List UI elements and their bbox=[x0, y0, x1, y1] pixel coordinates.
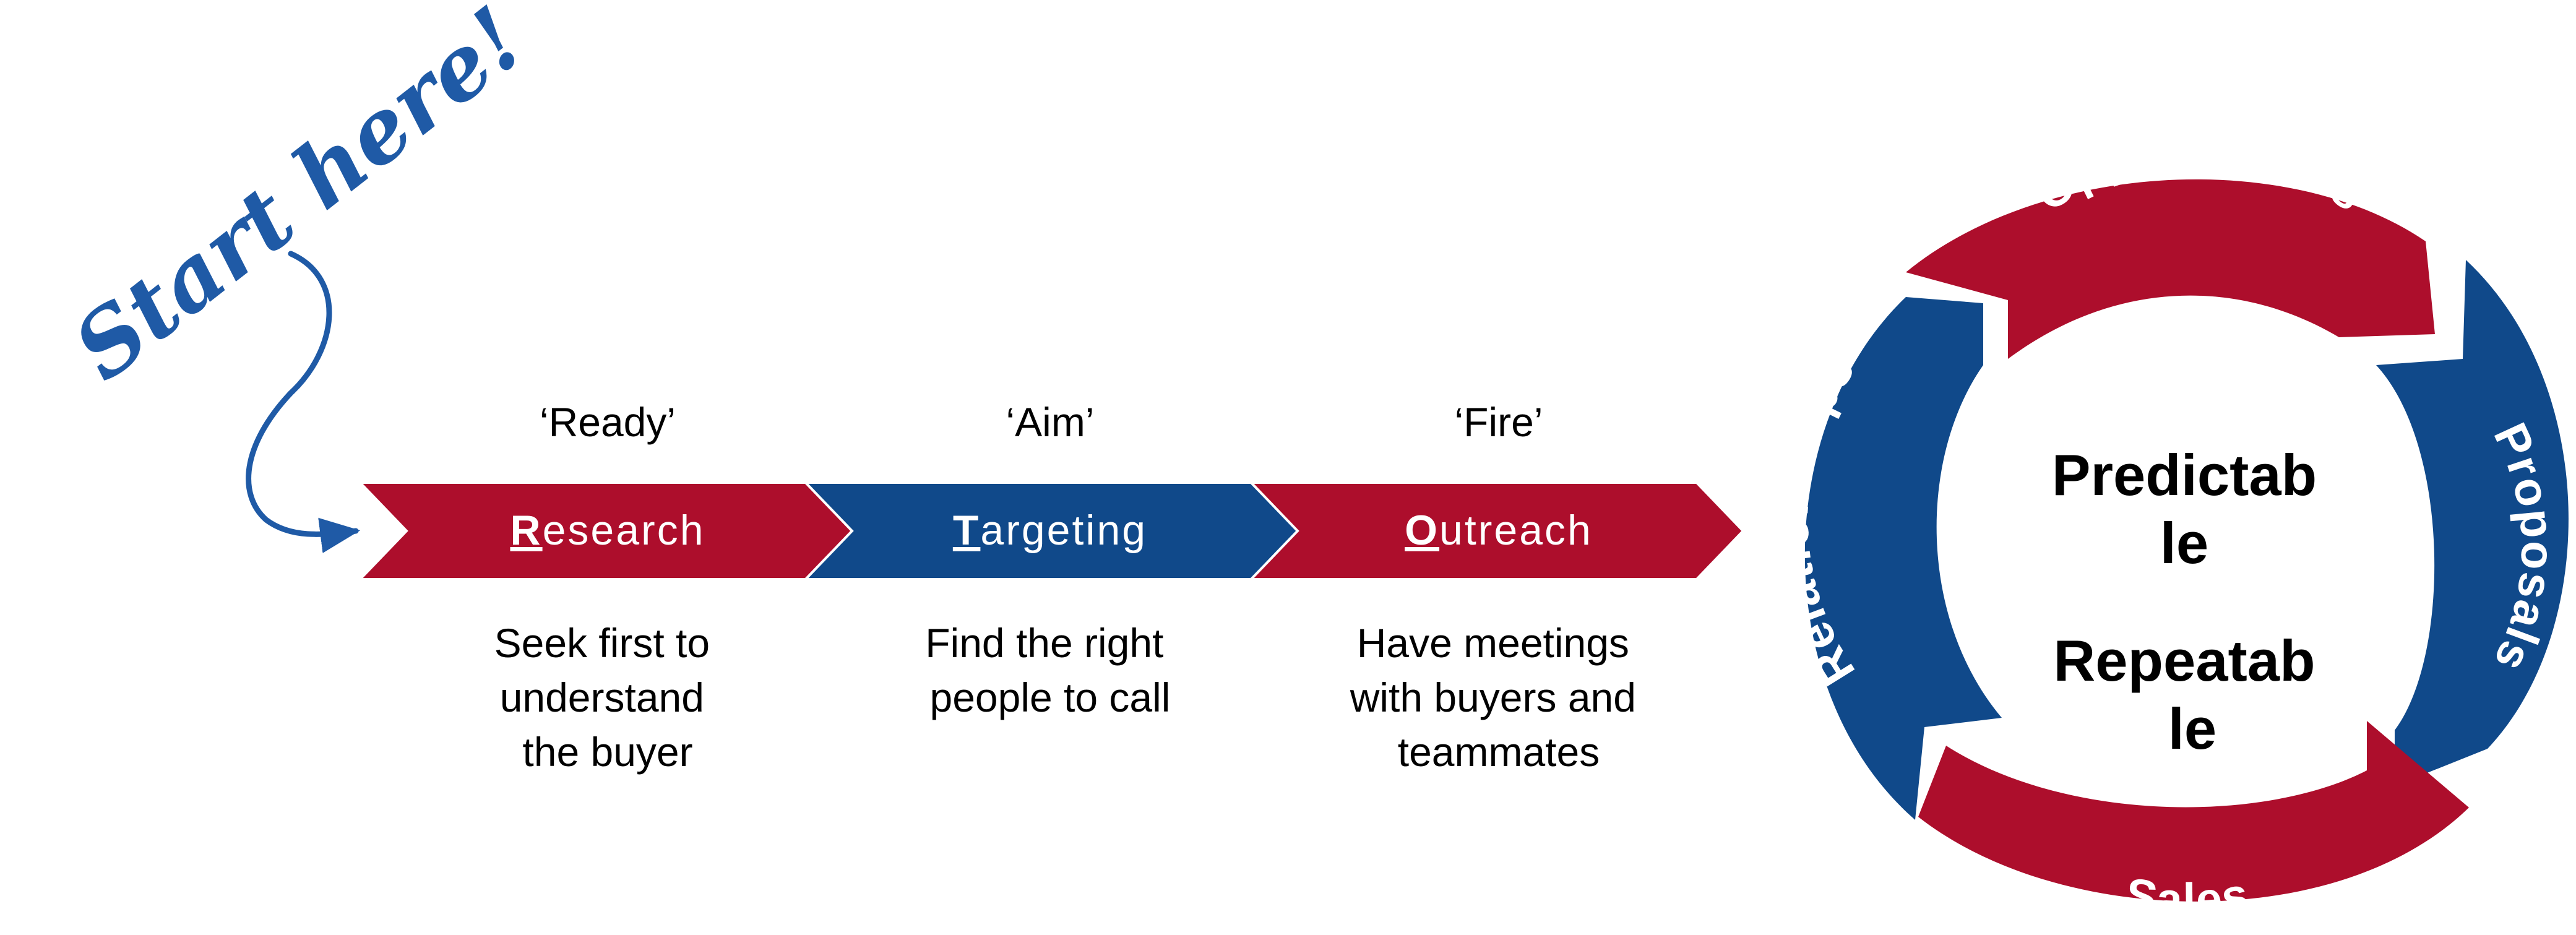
research-rest: esearch bbox=[543, 507, 705, 554]
outreach-rest: utreach bbox=[1439, 507, 1593, 554]
start-here-text: Start here! bbox=[55, 0, 543, 400]
outreach-chevron bbox=[1248, 481, 1745, 580]
center-text: Predictab le Repeatab le bbox=[2052, 442, 2333, 761]
sales-segment bbox=[1918, 721, 2469, 902]
targeting-rest: argeting bbox=[980, 507, 1147, 554]
outreach-label: Outreach bbox=[1405, 507, 1593, 554]
sales-label: Sales bbox=[2122, 868, 2254, 927]
proposals-segment bbox=[2376, 260, 2569, 786]
outreach-description: Have meetings with buyers and teammates bbox=[1350, 620, 1648, 775]
targeting-initial: T bbox=[953, 507, 981, 554]
ready-cue: ‘Ready’ bbox=[540, 399, 676, 445]
research-label: Research bbox=[510, 507, 705, 554]
aim-cue: ‘Aim’ bbox=[1006, 399, 1095, 445]
fire-cue: ‘Fire’ bbox=[1455, 399, 1543, 445]
targeting-description: Find the right people to call bbox=[925, 620, 1175, 720]
cycle-diagram: Opportunities Proposals Sales Relationsh… bbox=[1765, 118, 2569, 927]
start-here-note: Start here! bbox=[55, 0, 543, 553]
research-initial: R bbox=[510, 507, 542, 554]
research-description: Seek first to understand the buyer bbox=[494, 620, 722, 775]
opportunities-segment bbox=[1906, 179, 2435, 359]
relationships-segment bbox=[1804, 297, 2002, 820]
curved-arrow bbox=[246, 251, 361, 553]
process-chevrons: ‘Ready’ ‘Aim’ ‘Fire’ Research Targeting … bbox=[357, 399, 1745, 775]
targeting-label: Targeting bbox=[953, 507, 1147, 554]
outreach-initial: O bbox=[1405, 507, 1439, 554]
